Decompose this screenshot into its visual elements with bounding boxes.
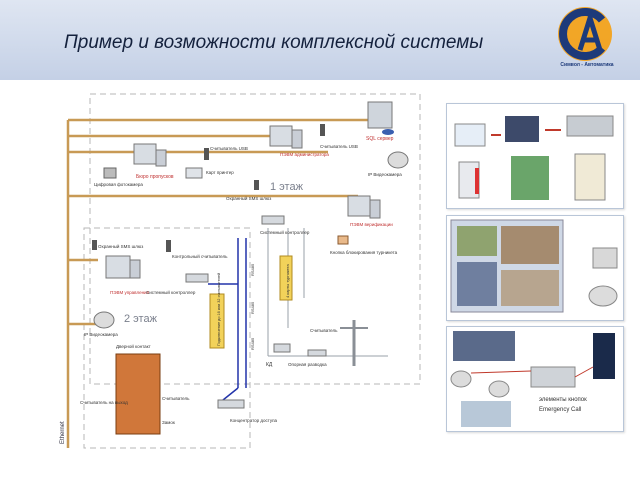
sms-gate-2-label: Охранный SMS шлюз	[98, 243, 143, 249]
ethernet-label: Ethernet	[60, 421, 66, 444]
admin-pc-label: ПЭВМ администратора	[280, 152, 329, 157]
reader-usb-admin-label: Считыватель USB	[320, 144, 358, 149]
reader-door-label: Считыватель	[162, 396, 190, 401]
control-reader-label: Контрольный считыватель	[172, 253, 228, 259]
rs485-label-1: RS485	[250, 263, 255, 276]
header-banner: Пример и возможности комплексной системы…	[0, 0, 640, 80]
lock-label: Замок	[162, 420, 175, 425]
pass-office-pc	[133, 143, 167, 167]
emergency-label-line1: элементы кнопок	[539, 397, 587, 403]
rs485-lines	[208, 238, 247, 405]
system-controller-2-label: Системный контроллер	[146, 289, 196, 295]
door-device	[115, 353, 161, 435]
camera-photo-device	[103, 167, 117, 179]
panel-video-monitoring	[446, 215, 624, 321]
admin-pc	[269, 125, 303, 149]
multi-controller-device	[209, 293, 225, 349]
card-printer-label: Карт принтер	[206, 170, 234, 175]
floor1-label: 1 этаж	[270, 181, 304, 193]
reader-usb-admin-device	[320, 124, 325, 136]
kd-label: КД	[266, 362, 273, 368]
ip-camera-1-device	[387, 151, 409, 169]
multi-controller-label: Подключение до 16 или 32 считывателей	[217, 273, 221, 346]
sql-server-label: SQL сервер	[366, 136, 394, 142]
turnstile-block-label: Кнопка блокирования турникета	[330, 250, 398, 255]
page-title: Пример и возможности комплексной системы	[64, 32, 484, 53]
ip-camera-2-label: IP Видеокамера	[84, 332, 118, 337]
sms-gate-2-device	[92, 240, 97, 250]
system-controller-2-device	[185, 273, 209, 283]
card-scanner-box-device	[279, 255, 293, 301]
turnstile-device	[340, 320, 368, 366]
card-reader-usb-device	[204, 148, 209, 160]
kd-device	[273, 343, 291, 353]
ip-camera-1-label: IP Видеокамера	[368, 172, 402, 177]
ethernet-backbone	[66, 118, 378, 448]
ip-camera-2-device	[93, 311, 115, 329]
control-pc	[105, 255, 141, 279]
floor2-label: 2 этаж	[124, 313, 158, 325]
card-printer-device	[185, 167, 203, 179]
company-logo	[558, 7, 612, 61]
rs485-label-2: RS485	[250, 301, 255, 314]
network-diagram: Ethernet 1 этаж 2 этаж Бюро пропусков Ци…	[60, 93, 421, 449]
control-reader-device	[166, 240, 171, 252]
card-reader-usb-label: Считыватель USB	[210, 146, 248, 151]
floor2-zone	[83, 227, 251, 449]
turnstile-block-device	[337, 235, 349, 245]
support-junction-device	[307, 349, 327, 357]
panel-access-cards	[446, 103, 624, 209]
emergency-label-line2: Emergency Call	[539, 407, 581, 413]
system-controller-1-device	[261, 215, 285, 225]
door-contact-label: Дверной контакт	[116, 343, 151, 349]
card-scanner-box-label: 4 карты турникета	[285, 263, 290, 298]
exit-reader-label: Считыватель на выход	[80, 400, 128, 405]
sms-gate-1-device	[254, 180, 259, 190]
access-hub-label: Концентратор доступа	[230, 418, 278, 423]
floor1-zone	[89, 93, 421, 385]
system-controller-1-label: Системный контроллер	[260, 229, 310, 235]
control-pc-label: ПЭВМ управления	[110, 290, 150, 295]
sql-server-device	[367, 101, 394, 135]
sms-gate-1-label: Охранный SMS шлюз	[226, 195, 271, 201]
support-junction-label: Опорная разводка	[288, 362, 327, 367]
logo-caption: Символ - Автоматика	[560, 62, 614, 68]
reader-turnstile-label: Считыватель	[310, 328, 338, 333]
pass-office-label: Бюро пропусков	[136, 174, 174, 180]
verification-pc	[347, 195, 381, 219]
rs485-label-3: RS485	[250, 337, 255, 350]
verification-pc-label: ПЭВМ верификации	[350, 222, 393, 227]
camera-photo-label: Цифровая фотокамера	[94, 182, 143, 187]
panel-emergency-call: элементы кнопок Emergency Call	[446, 326, 624, 432]
access-hub-device	[217, 399, 245, 409]
